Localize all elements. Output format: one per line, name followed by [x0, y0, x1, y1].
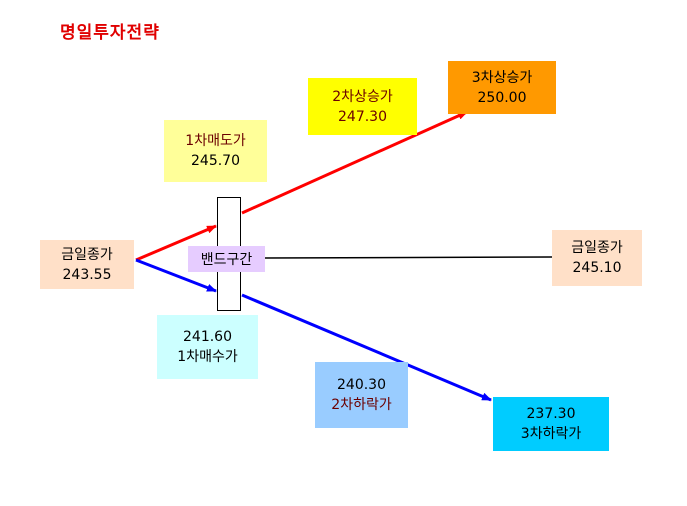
today-close-left-box: 금일종가 243.55	[40, 240, 134, 289]
rise3-value: 250.00	[477, 89, 527, 106]
fall3-box: 237.30 3차하락가	[493, 397, 609, 451]
up-arrow-to-band	[135, 224, 217, 262]
sell1-value: 245.70	[191, 153, 240, 169]
today-close-left-label: 금일종가	[61, 246, 113, 263]
mid-line	[264, 256, 553, 259]
band-label: 밴드구간	[188, 246, 265, 272]
fall3-value: 237.30	[526, 406, 576, 422]
down-arrow-to-band	[135, 258, 217, 293]
up-arrow-to-rise3	[241, 110, 468, 215]
fall2-value: 240.30	[337, 377, 386, 393]
today-close-right-label: 금일종가	[571, 240, 623, 256]
today-close-left-value: 243.55	[62, 266, 112, 283]
down-arrow-to-fall3	[241, 293, 492, 402]
buy1-value: 241.60	[183, 329, 232, 345]
fall2-label: 2차하락가	[331, 397, 392, 413]
sell1-box: 1차매도가 245.70	[164, 120, 267, 182]
today-close-right-box: 금일종가 245.10	[552, 230, 642, 286]
rise3-box: 3차상승가 250.00	[448, 61, 556, 114]
sell1-label: 1차매도가	[185, 133, 246, 149]
fall3-label: 3차하락가	[520, 426, 582, 442]
buy1-box: 241.60 1차매수가	[157, 315, 258, 379]
rise2-value: 247.30	[338, 108, 387, 125]
buy1-label: 1차매수가	[177, 349, 238, 365]
rise3-label: 3차상승가	[471, 69, 533, 86]
fall2-box: 240.30 2차하락가	[315, 362, 408, 428]
rise2-box: 2차상승가 247.30	[308, 78, 417, 135]
page-title: 명일투자전략	[60, 23, 160, 43]
today-close-right-value: 245.10	[572, 260, 622, 276]
rise2-label: 2차상승가	[332, 88, 393, 105]
